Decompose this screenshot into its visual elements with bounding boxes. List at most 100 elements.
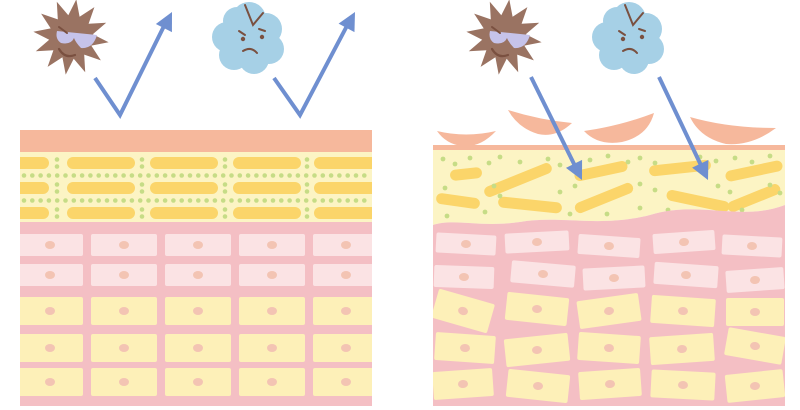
cell [578, 368, 642, 400]
cell-nucleus [341, 378, 351, 386]
lipid-dot [440, 156, 446, 162]
cell [165, 264, 231, 286]
cell-nucleus [459, 272, 469, 282]
lipid-dot [362, 198, 367, 203]
lipid-dot [442, 185, 448, 191]
lipid-bar [498, 196, 562, 214]
lipid-dot [179, 198, 184, 203]
lipid-bar [649, 159, 711, 177]
cell [504, 292, 570, 326]
cell-nucleus [609, 273, 619, 283]
lipid-dot [295, 198, 301, 203]
cell [652, 229, 716, 255]
lipid-dot [38, 173, 43, 178]
smirk [57, 47, 77, 58]
cell [20, 297, 83, 325]
cell-nucleus [458, 379, 468, 389]
lipid-dot [63, 198, 68, 203]
lipid-dot [229, 198, 234, 203]
cell-nucleus [341, 241, 351, 249]
pollen-cloud-icon [212, 2, 284, 74]
sunglasses [489, 31, 530, 49]
lipid-dot [545, 156, 551, 162]
lipid-dot [637, 181, 643, 187]
lipid-dot [222, 207, 228, 212]
dust-particle-icon [33, 0, 109, 75]
arrow-shaft [93, 21, 168, 119]
cell-nucleus [341, 307, 351, 315]
lipid-dot [713, 158, 719, 164]
lipid-dot [328, 198, 334, 203]
lipid-bar [233, 207, 301, 219]
lipid-dot [497, 154, 503, 160]
lipid-dot [237, 173, 243, 178]
brow [618, 30, 626, 36]
lipid-dot [171, 173, 176, 178]
corneocyte-flake [508, 110, 572, 135]
dust-particle-icon [466, 0, 542, 75]
lipid-dot [637, 205, 643, 211]
cell-nucleus [750, 341, 760, 351]
lipid-dot [304, 182, 310, 187]
cell-nucleus [119, 378, 129, 386]
cell-nucleus [750, 275, 760, 285]
brow [238, 30, 246, 36]
lipid-dot [767, 153, 773, 159]
penetrate-arrow-icon [529, 76, 583, 180]
lipid-dot [715, 183, 721, 189]
lipid-dot [204, 198, 209, 203]
cell [650, 369, 716, 401]
lipid-dot [162, 173, 168, 178]
cell [91, 334, 157, 362]
lipid-dot [88, 198, 93, 203]
cell [91, 234, 157, 256]
arrow-shaft [529, 76, 578, 169]
lipid-dot [171, 198, 176, 203]
cell [725, 267, 785, 293]
lipid-dot [96, 173, 101, 178]
lipid-bar [314, 157, 372, 169]
lipid-bar [20, 157, 49, 169]
lipid-dot [139, 214, 145, 219]
lipid-dot [320, 198, 326, 203]
arrow-head [692, 159, 709, 180]
lipid-bar [574, 161, 628, 181]
cell-nucleus [267, 271, 277, 279]
lipid-dot [121, 173, 126, 178]
lipid-dot [146, 198, 151, 203]
lipid-dot [254, 173, 259, 178]
cell-nucleus [45, 271, 55, 279]
cell-nucleus [45, 307, 55, 315]
cell [239, 334, 305, 362]
lipid-dot [303, 173, 309, 178]
lipid-dot [21, 198, 27, 203]
arrow-shaft [272, 21, 351, 119]
lipid-dot [63, 173, 68, 178]
lipid-dot [88, 173, 93, 178]
brow [491, 26, 501, 34]
corneocyte-flake [437, 131, 496, 147]
cell-nucleus [341, 344, 351, 352]
cell-nucleus [193, 378, 203, 386]
cell [313, 368, 372, 396]
cell [650, 294, 716, 328]
lipid-dot [46, 173, 52, 178]
lipid-dot [652, 160, 658, 166]
lipid-bar [150, 182, 218, 194]
cell-nucleus [119, 344, 129, 352]
cell-nucleus [678, 306, 688, 316]
lipid-dot [139, 207, 145, 212]
cell-nucleus [678, 380, 688, 390]
frown [622, 47, 638, 54]
cell-nucleus [119, 241, 129, 249]
cell-nucleus [679, 237, 689, 247]
lipid-dot [587, 157, 593, 163]
sunglasses [56, 31, 97, 49]
cell [239, 368, 305, 396]
lipid-dot [777, 190, 783, 196]
lipid-dot [54, 182, 60, 187]
lipid-dot [129, 173, 135, 178]
cell [653, 261, 719, 289]
lipid-bar [450, 167, 482, 181]
lipid-dot [362, 173, 367, 178]
